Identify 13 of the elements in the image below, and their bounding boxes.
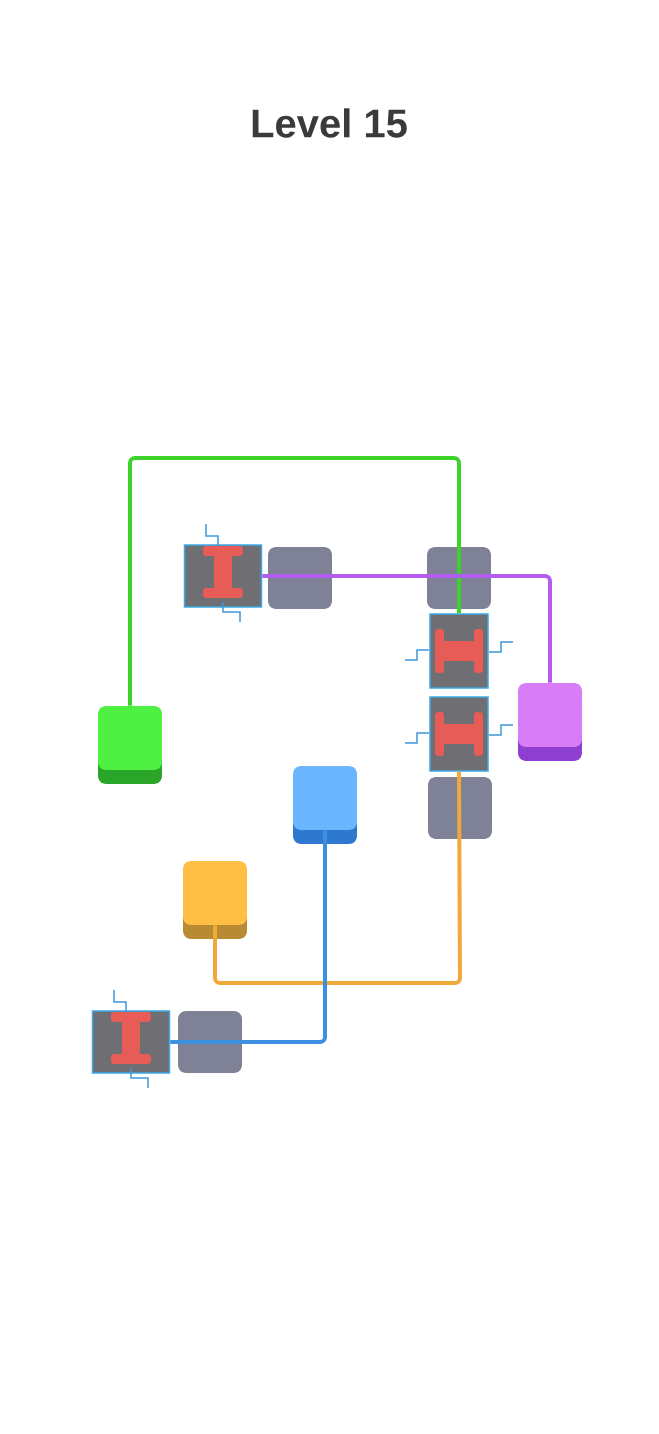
rope xyxy=(170,830,327,1044)
rope xyxy=(128,456,461,706)
rope xyxy=(213,771,462,985)
game-tile xyxy=(518,683,582,761)
rope xyxy=(262,574,552,683)
winch-drawing xyxy=(183,523,263,623)
level-title: Level 15 xyxy=(252,108,407,138)
winch-drawing xyxy=(91,989,171,1089)
winch-drawing xyxy=(404,696,514,772)
game-tile xyxy=(98,706,162,784)
game-tile xyxy=(183,861,247,939)
winch-drawing xyxy=(404,613,514,689)
game-tile xyxy=(293,766,357,844)
